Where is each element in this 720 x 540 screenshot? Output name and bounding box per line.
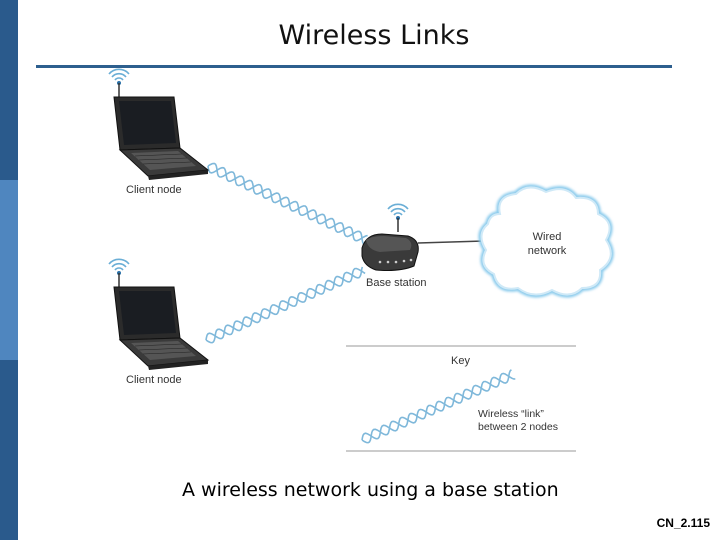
client-node-bottom: Client node [108,258,210,386]
base-station-label: Base station [366,277,427,289]
sidebar-accent [0,0,18,540]
wired-network-label-line2: network [528,245,567,257]
wave-strand-1 [205,266,364,344]
sidebar-segment-top [0,0,18,180]
wired-network-label-line1: Wired [533,231,562,243]
key-item-label-line2: between 2 nodes [478,421,558,433]
wired-network-cloud: Wired network [478,184,614,298]
wave-strand-2 [205,267,366,341]
wireless-link-bottom [205,266,366,344]
diagram-key: Key Wireless “link” between 2 nodes [346,345,576,452]
key-item-label-line1: Wireless “link” [478,408,544,420]
signal-icon [387,203,409,232]
client-node-label: Client node [126,374,182,386]
router-icon [361,233,419,271]
wireless-link-top [207,162,368,245]
wave-strand-2 [207,162,365,245]
sidebar-segment-bottom [0,360,18,540]
signal-icon [108,68,130,99]
sidebar-segment-middle [0,180,18,360]
wireless-link-icon [361,369,516,444]
signal-icon [108,258,130,289]
key-title: Key [451,355,470,367]
cloud-icon [478,184,614,298]
client-node-label: Client node [126,184,182,196]
base-station: Base station [361,203,427,289]
wave-strand-1 [207,165,368,242]
laptop-icon [113,286,210,370]
slide-caption: A wireless network using a base station [182,479,559,501]
slide-number: CN_2.115 [656,516,710,530]
title-rule [36,65,672,68]
wave-strand-2 [361,369,512,441]
wave-strand-1 [361,372,516,444]
client-node-top: Client node [108,68,210,196]
slide-title: Wireless Links [278,20,470,51]
laptop-icon [113,96,210,180]
wired-cable [417,240,485,244]
